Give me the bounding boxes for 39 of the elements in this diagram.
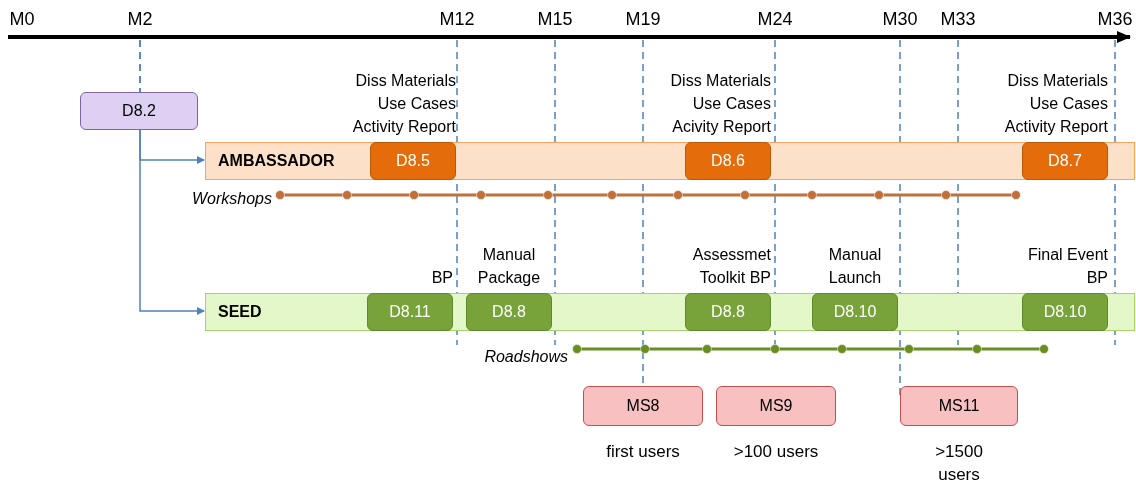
track-label: Roadshows [483,347,568,367]
deliverable-note: BP [430,268,453,288]
deliverable-note: Manual Package [476,245,542,288]
deliverable-note: Manual Launch [827,245,883,288]
band-title: AMBASSADOR [218,152,335,170]
deliverable-box: D8.8 [466,293,552,331]
milestone-note: first users [605,441,681,463]
month-label: M24 [756,8,794,31]
month-label: M2 [126,8,154,31]
deliverable-box: D8.7 [1022,142,1108,180]
deliverable-box: D8.8 [685,293,771,331]
workpackage-band [205,293,1135,331]
workpackage-band [205,142,1135,180]
deliverable-box: D8.11 [367,293,453,331]
arrow [139,129,205,315]
milestone-note: >1500 users [934,441,984,486]
deliverable-note: Diss Materials Use Cases Activity Report [351,71,456,137]
month-label: M0 [8,8,36,31]
milestone-box: MS9 [716,386,836,426]
band-title: SEED [218,303,262,321]
deliverable-note: Diss Materials Use Cases Activity Report [1003,71,1108,137]
milestone-note: >100 users [732,441,820,463]
milestone-box: MS8 [583,386,703,426]
deliverable-box: D8.6 [685,142,771,180]
month-label: M15 [536,8,574,31]
deliverable-box: D8.10 [1022,293,1108,331]
deliverable-box: D8.10 [812,293,898,331]
deliverable-note: Final Event BP [1026,245,1108,288]
deliverable-box: D8.2 [80,92,198,130]
deliverable-note: Diss Materials Use Cases Acivity Report [669,71,771,137]
month-label: M12 [438,8,476,31]
track-label: Workshops [190,189,272,209]
milestone-box: MS11 [900,386,1018,426]
month-label: M19 [624,8,662,31]
deliverable-note: Assessmet Toolkit BP [691,245,771,288]
month-label: M36 [1096,8,1134,31]
month-label: M30 [881,8,919,31]
month-label: M33 [939,8,977,31]
deliverable-box: D8.5 [370,142,456,180]
